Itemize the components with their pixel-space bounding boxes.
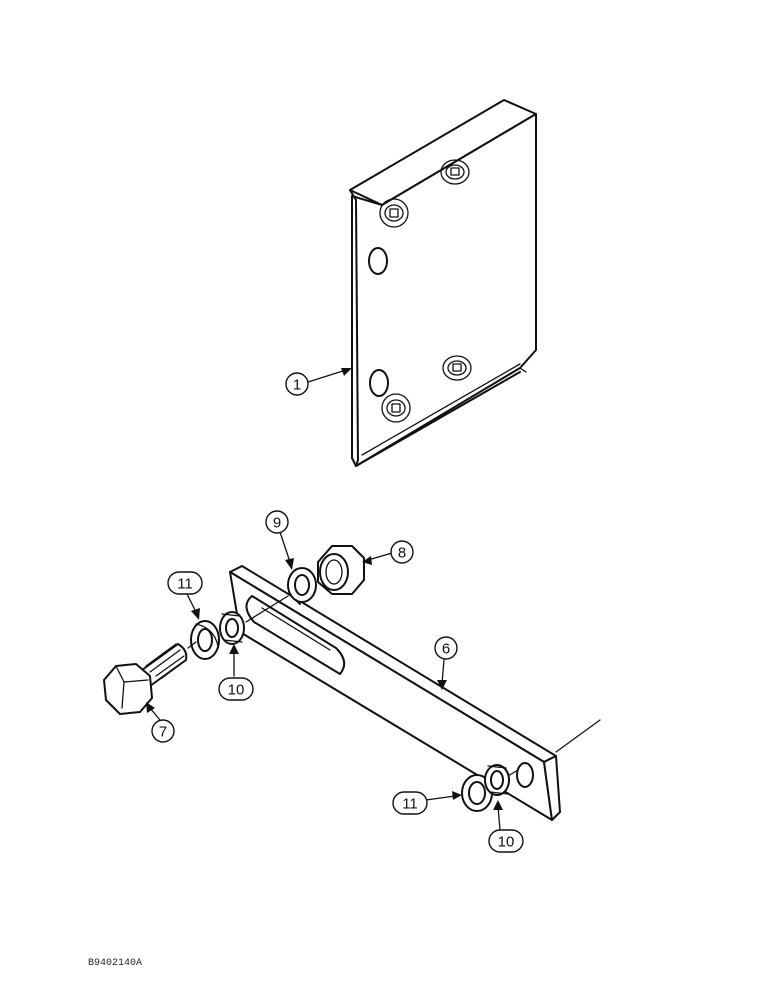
lock-washer-9: [287, 567, 317, 605]
callout-6: 6: [434, 636, 458, 660]
callout-10-lower-label: 10: [498, 834, 515, 851]
callout-10-upper-label: 10: [228, 682, 245, 699]
figure-code: B9402140A: [88, 958, 142, 969]
leader-lines: [146, 368, 503, 831]
callout-6-label: 6: [442, 641, 450, 658]
callout-8: 8: [390, 540, 414, 564]
bolt-part-7: [103, 643, 188, 715]
callout-1-label: 1: [293, 377, 301, 394]
callout-7-label: 7: [159, 724, 167, 741]
flat-washer-11-upper: [190, 620, 220, 660]
callout-11-lower-label: 11: [402, 796, 418, 813]
callout-10-upper: 10: [218, 677, 254, 701]
plate-hole-plain-upper: [368, 247, 388, 275]
callout-9: 9: [265, 510, 289, 534]
plate-hole-top-right: [440, 159, 470, 185]
callout-10-lower: 10: [488, 829, 524, 853]
assembly-centerline: [187, 595, 519, 777]
callout-7: 7: [151, 719, 175, 743]
nut-part-8: [317, 545, 365, 595]
plate-hole-bottom-right: [442, 355, 472, 381]
callout-11-upper-label: 11: [177, 576, 193, 593]
spacer-10-upper: [219, 611, 245, 645]
spacer-10-lower: [484, 764, 510, 796]
callout-11-upper: 11: [167, 571, 203, 595]
plate-hole-top-left: [379, 198, 409, 228]
callout-1: 1: [285, 372, 309, 396]
plate-hole-bottom-left: [381, 393, 411, 423]
plate-hole-plain-lower: [369, 369, 389, 397]
callout-8-label: 8: [398, 545, 406, 562]
callout-9-label: 9: [273, 515, 281, 532]
callout-11-lower: 11: [392, 791, 428, 815]
plate-part-1: [349, 99, 537, 467]
strap-part-6: [229, 565, 601, 821]
